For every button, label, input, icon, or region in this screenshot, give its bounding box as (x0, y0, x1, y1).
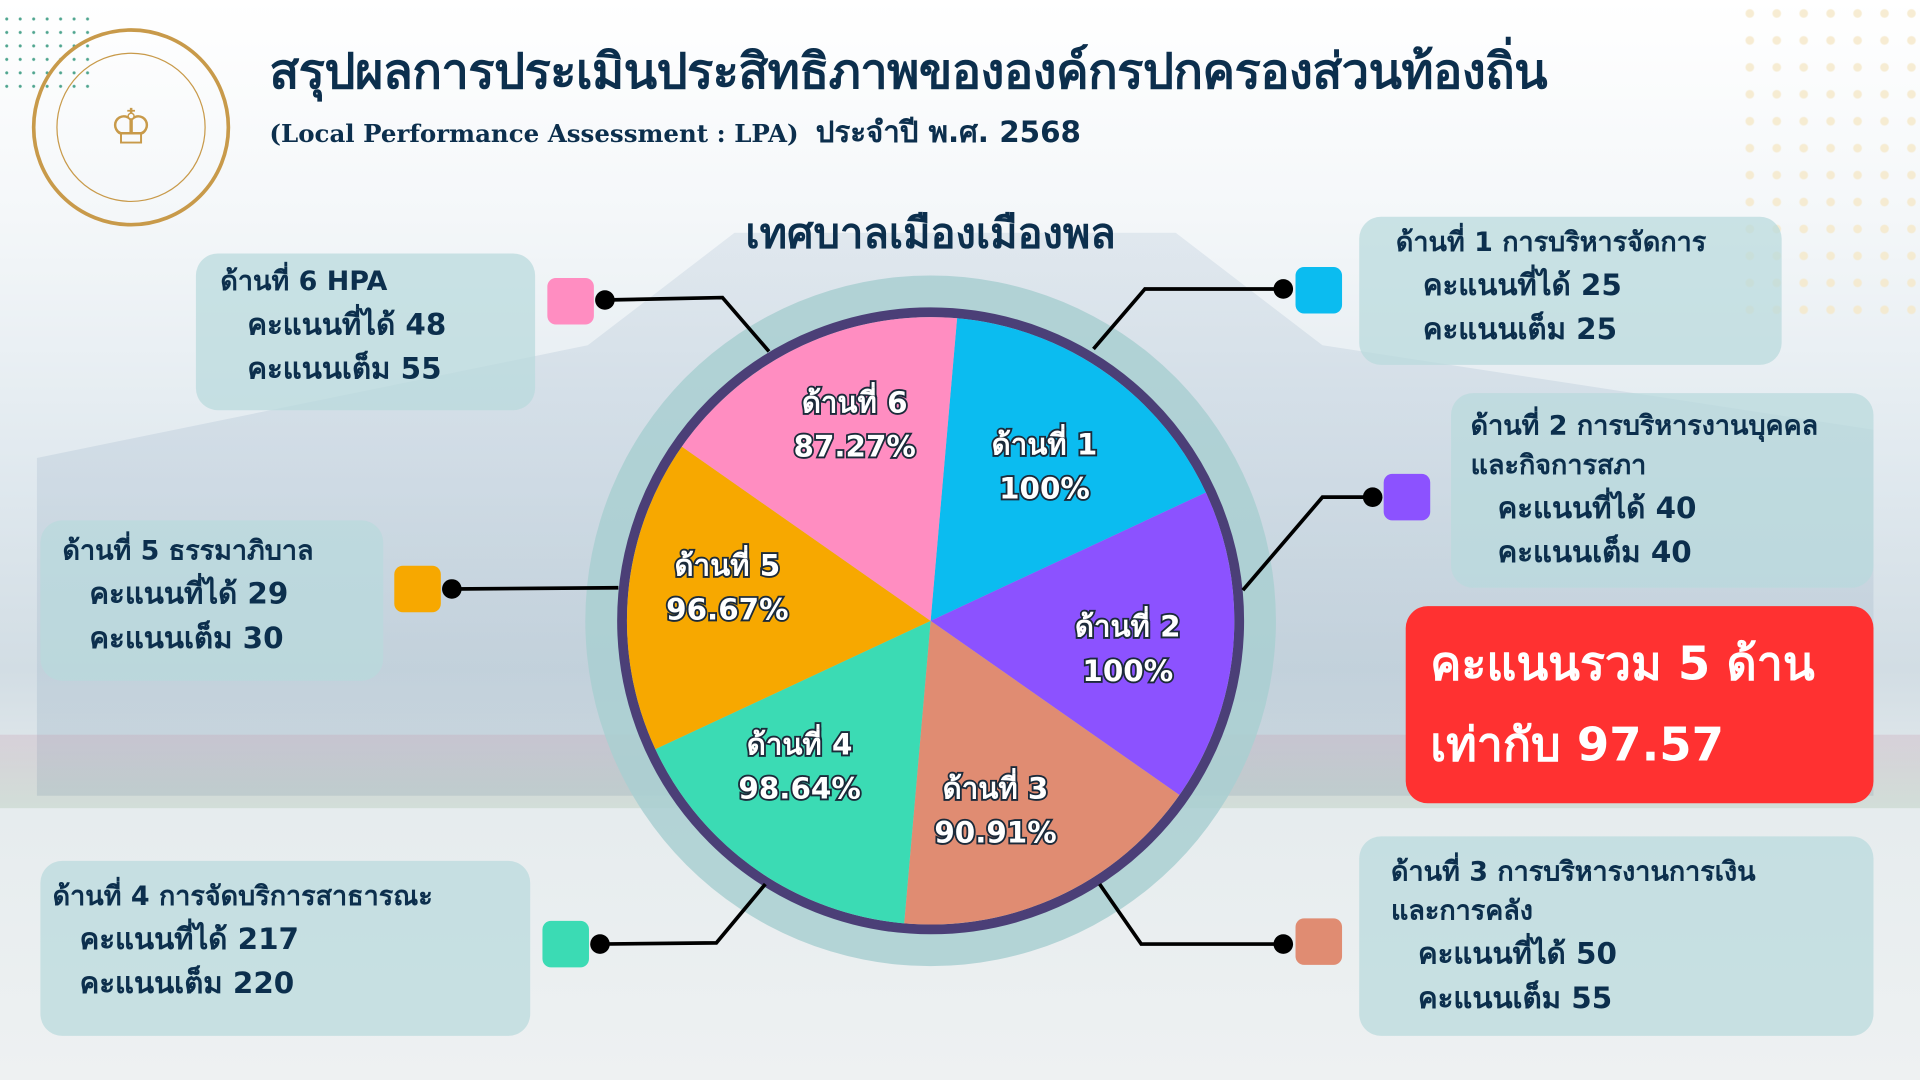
total-score-line1: คะแนนรวม 5 ด้าน (1430, 636, 1815, 691)
aspect-title: ด้านที่ 5 ธรรมาภิบาล (62, 536, 314, 567)
pie-slice-aspect-3 (904, 620, 1180, 925)
legend-square-aspect-2 (1383, 473, 1431, 521)
slice-name-label: ด้านที่ 3 (943, 767, 1049, 805)
aspect-title-line2: และกิจการสภา (1470, 450, 1647, 482)
connector-dot (442, 579, 462, 599)
pie-slice-aspect-5 (626, 446, 931, 750)
aspect-title: ด้านที่ 6 HPA (220, 266, 388, 298)
info-box-aspect-5: ด้านที่ 5 ธรรมาภิบาล คะแนนที่ได้ 29 คะแน… (40, 520, 384, 681)
slice-name-label: ด้านที่ 1 (992, 423, 1098, 461)
aspect-title: ด้านที่ 1 การบริหารจัดการ (1395, 227, 1707, 259)
municipality-seal-logo: ♔ (31, 28, 231, 227)
slice-name-label: ด้านที่ 2 (1075, 606, 1181, 644)
score-got: คะแนนที่ได้ 48 (247, 307, 447, 342)
score-full: คะแนนเต็ม 30 (89, 620, 284, 656)
aspect-title: ด้านที่ 4 การจัดบริการสาธารณะ (52, 881, 433, 913)
connector-aspect-4 (599, 882, 767, 946)
connector-dot (1362, 487, 1383, 507)
score-got: คะแนนที่ได้ 50 (1417, 936, 1617, 972)
connector-dot (590, 934, 610, 954)
connector-dot (595, 290, 615, 310)
pie-slice-aspect-1 (930, 318, 1206, 621)
slice-percent-label: 100% (999, 471, 1090, 505)
score-got: คะแนนที่ได้ 25 (1422, 268, 1622, 303)
legend-square-aspect-1 (1295, 266, 1343, 314)
legend-square-aspect-5 (394, 565, 441, 613)
page-subtitle: (Local Performance Assessment : LPA) ประจ… (269, 108, 1081, 156)
score-got: คะแนนที่ได้ 40 (1497, 491, 1697, 526)
slice-percent-label: 100% (1082, 654, 1173, 688)
page-title: สรุปผลการประเมินประสิทธิภาพขององค์กรปกคร… (269, 44, 1548, 101)
connector-dot (1273, 934, 1294, 954)
score-full: คะแนนเต็ม 55 (247, 351, 442, 386)
info-box-aspect-6: ด้านที่ 6 HPA คะแนนที่ได้ 48 คะแนนเต็ม 5… (195, 253, 536, 411)
total-score-box: คะแนนรวม 5 ด้าน เท่ากับ 97.57 (1405, 606, 1874, 804)
score-full: คะแนนเต็ม 55 (1417, 980, 1613, 1016)
pie-slice-aspect-4 (655, 620, 931, 924)
subtitle-th: ประจำปี พ.ศ. 2568 (815, 115, 1082, 150)
slice-name-label: ด้านที่ 5 (675, 545, 781, 583)
legend-square-aspect-3 (1295, 918, 1343, 965)
connector-aspect-5 (451, 585, 619, 591)
score-full: คะแนนเต็ม 25 (1422, 312, 1618, 347)
aspect-title: ด้านที่ 2 การบริหารงานบุคคล (1470, 411, 1819, 443)
score-full: คะแนนเต็ม 40 (1497, 535, 1692, 570)
subtitle-en: (Local Performance Assessment : LPA) (269, 118, 799, 149)
info-box-aspect-4: ด้านที่ 4 การจัดบริการสาธารณะ คะแนนที่ได… (40, 860, 531, 1036)
score-full: คะแนนเต็ม 220 (79, 966, 295, 1001)
slice-name-label: ด้านที่ 4 (747, 723, 853, 761)
connector-aspect-1 (1092, 287, 1284, 351)
legend-square-aspect-4 (542, 920, 589, 968)
slice-percent-label: 87.27% (794, 430, 916, 464)
slice-percent-label: 90.91% (934, 815, 1056, 849)
pie-slice-aspect-2 (930, 492, 1235, 796)
slice-percent-label: 96.67% (666, 593, 788, 627)
connector-aspect-6 (604, 295, 771, 353)
pie-border (617, 307, 1245, 935)
aspect-title: ด้านที่ 3 การบริหารงานการเงิน (1391, 857, 1756, 888)
connector-aspect-2 (1241, 495, 1373, 592)
municipality-name: เทศบาลเมืองเมืองพล (745, 209, 1116, 259)
score-got: คะแนนที่ได้ 217 (79, 922, 299, 957)
slice-percent-label: 98.64% (738, 771, 860, 805)
total-score-line2: เท่ากับ 97.57 (1430, 717, 1725, 772)
info-box-aspect-3: ด้านที่ 3 การบริหารงานการเงิน และการคลัง… (1359, 836, 1874, 1036)
slice-name-label: ด้านที่ 6 (802, 382, 908, 420)
info-box-aspect-2: ด้านที่ 2 การบริหารงานบุคคล และกิจการสภา… (1451, 393, 1874, 588)
pie-slice-aspect-6 (681, 317, 958, 621)
connector-dot (1273, 279, 1294, 299)
score-got: คะแนนที่ได้ 29 (89, 576, 289, 612)
legend-square-aspect-6 (547, 277, 594, 325)
info-box-aspect-1: ด้านที่ 1 การบริหารจัดการ คะแนนที่ได้ 25… (1359, 216, 1782, 365)
aspect-title-line2: และการคลัง (1391, 896, 1533, 927)
connector-aspect-3 (1098, 883, 1284, 946)
